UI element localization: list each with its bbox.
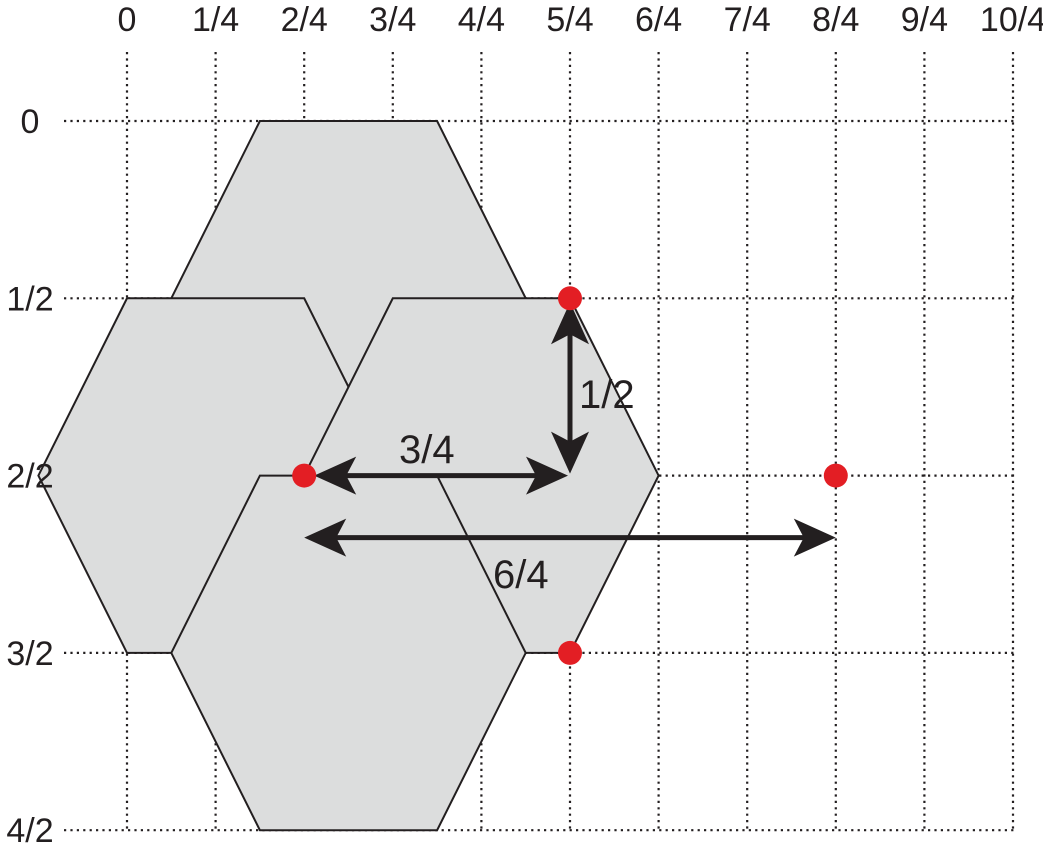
- y-tick-label: 4/2: [6, 812, 53, 845]
- x-tick-label: 9/4: [901, 1, 948, 39]
- x-tick-label: 3/4: [369, 1, 416, 39]
- arrowhead: [314, 456, 357, 495]
- center-point-left: [292, 463, 317, 488]
- x-tick-label: 0: [118, 1, 137, 39]
- center-point-bottom: [558, 640, 582, 665]
- arrowhead: [551, 302, 589, 345]
- center-point-top: [558, 286, 582, 311]
- y-tick-labels: 0 1/2 2/2 3/2 4/2: [6, 103, 53, 845]
- x-tick-label: 5/4: [546, 1, 593, 39]
- center-point-right: [823, 463, 848, 488]
- vertical-distance-label: 1/2: [579, 373, 635, 417]
- arrowhead: [526, 456, 568, 495]
- y-tick-label: 3/2: [6, 635, 53, 673]
- horizontal-short-distance-label: 3/4: [399, 428, 455, 472]
- x-tick-label: 7/4: [724, 1, 771, 39]
- hexagon-bottom: [170, 474, 527, 832]
- x-tick-label: 6/4: [635, 1, 682, 39]
- horizontal-long-distance-label: 6/4: [493, 553, 549, 597]
- x-tick-label: 8/4: [812, 1, 859, 39]
- center-points: [292, 286, 848, 665]
- measurement-arrows: [304, 302, 836, 557]
- x-tick-label: 1/4: [192, 1, 239, 39]
- x-tick-label: 10/4: [980, 1, 1043, 39]
- y-tick-label: 0: [21, 103, 40, 141]
- x-tick-label: 2/4: [281, 1, 328, 39]
- arrowhead: [793, 518, 836, 557]
- y-tick-label: 2/2: [6, 458, 53, 496]
- x-tick-label: 4/4: [458, 1, 505, 39]
- y-tick-label: 1/2: [6, 280, 53, 318]
- arrowhead: [551, 431, 589, 474]
- x-tick-labels: 0 1/4 2/4 3/4 4/4 5/4 6/4 7/4 8/4 9/4 10/4: [118, 1, 1043, 39]
- arrowhead: [304, 518, 347, 557]
